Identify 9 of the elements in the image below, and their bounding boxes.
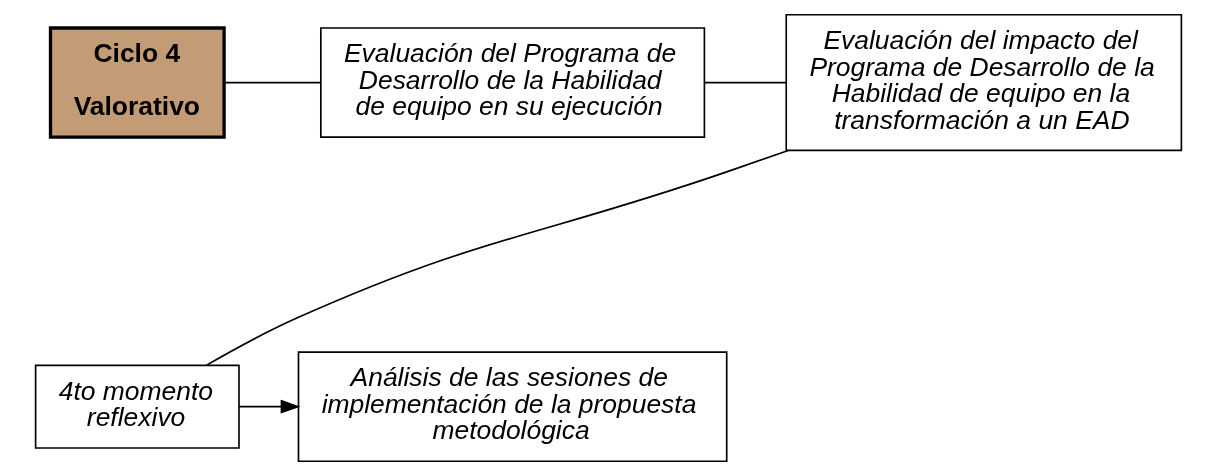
- arrow: [238, 399, 301, 414]
- node-box: Evaluación del impacto del Programa de Desarrollo de la Habilidad de equipo en la transformación a un EAD: [785, 13, 1183, 152]
- node-box: 4to momento reflexivo: [34, 364, 240, 449]
- node-box: Análisis de las sesiones de implementación de la propuesta metodológica: [297, 351, 728, 463]
- node-box: Ciclo 4 Valorativo: [48, 26, 226, 139]
- connector: [703, 81, 787, 84]
- connector: [205, 149, 790, 366]
- node-box: Evaluación del Programa de Desarrollo de la Habilidad de equipo en su ejecución: [320, 27, 706, 138]
- connector: [223, 81, 322, 84]
